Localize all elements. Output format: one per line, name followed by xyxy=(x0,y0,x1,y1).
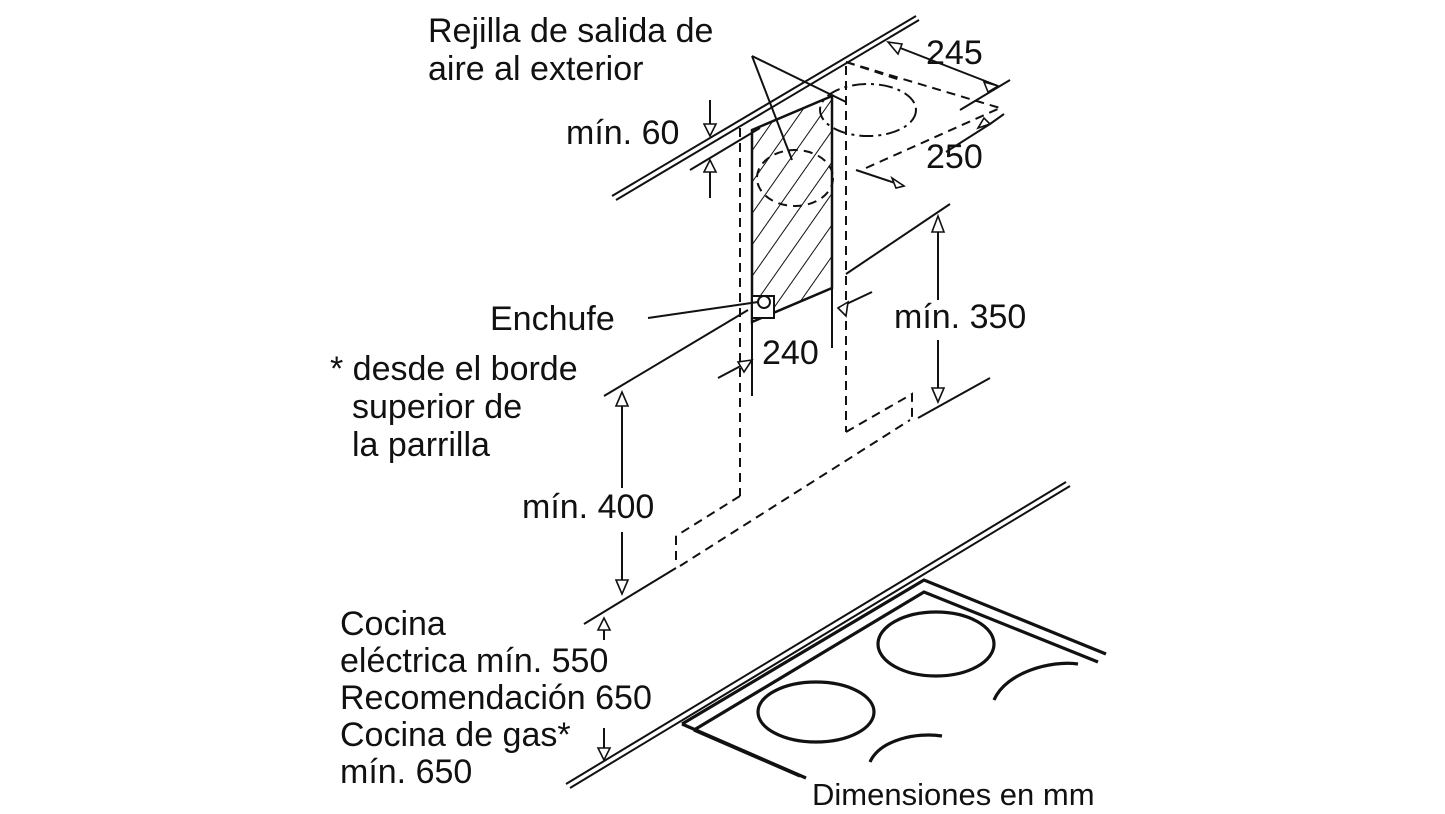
hob-line-5: mín. 650 xyxy=(340,753,473,791)
socket-leader xyxy=(647,301,759,319)
min-60-label: mín. 60 xyxy=(566,114,680,152)
dimension-250-label: 250 xyxy=(926,138,983,176)
dimension-250 xyxy=(855,113,1005,189)
footnote-line-2: superior de xyxy=(352,388,523,426)
min-400-label: mín. 400 xyxy=(522,488,655,526)
socket-label: Enchufe xyxy=(490,300,615,338)
footnote-label: * desde el borde superior de la parrilla xyxy=(330,350,578,464)
dimension-240 xyxy=(717,288,873,396)
hob-distance-label: Cocina eléctrica mín. 550 Recomendación … xyxy=(340,606,652,791)
installation-zone xyxy=(750,94,834,324)
worktop-line xyxy=(565,481,1071,789)
grille-leader xyxy=(751,55,847,161)
dimension-min-60 xyxy=(689,100,761,198)
footnote-line-3: la parrilla xyxy=(352,426,490,464)
cooktop xyxy=(681,578,1107,780)
hob-line-1: Cocina xyxy=(340,605,446,643)
ceiling-line xyxy=(611,15,920,201)
dimension-245-label: 245 xyxy=(926,34,983,72)
hob-line-3: Recomendación 650 xyxy=(340,679,652,717)
air-outlet-duct xyxy=(756,61,1001,207)
footnote-line-1: * desde el borde xyxy=(330,350,578,388)
grille-label-line-2: aire al exterior xyxy=(428,50,644,88)
air-outlet-grille-label: Rejilla de salida de aire al exterior xyxy=(428,12,713,88)
min-350-label: mín. 350 xyxy=(894,298,1027,336)
dimension-245 xyxy=(886,40,1011,111)
grille-label-line-1: Rejilla de salida de xyxy=(428,12,714,50)
hob-line-2: eléctrica mín. 550 xyxy=(340,642,609,680)
hob-distance-arrows xyxy=(596,616,612,762)
dimension-min-350 xyxy=(845,203,991,419)
dimension-min-400 xyxy=(583,309,749,625)
units-label: Dimensiones en mm xyxy=(812,777,1095,812)
chimney-outline xyxy=(675,66,913,567)
dimension-240-label: 240 xyxy=(762,334,819,372)
hob-line-4: Cocina de gas* xyxy=(340,716,571,754)
